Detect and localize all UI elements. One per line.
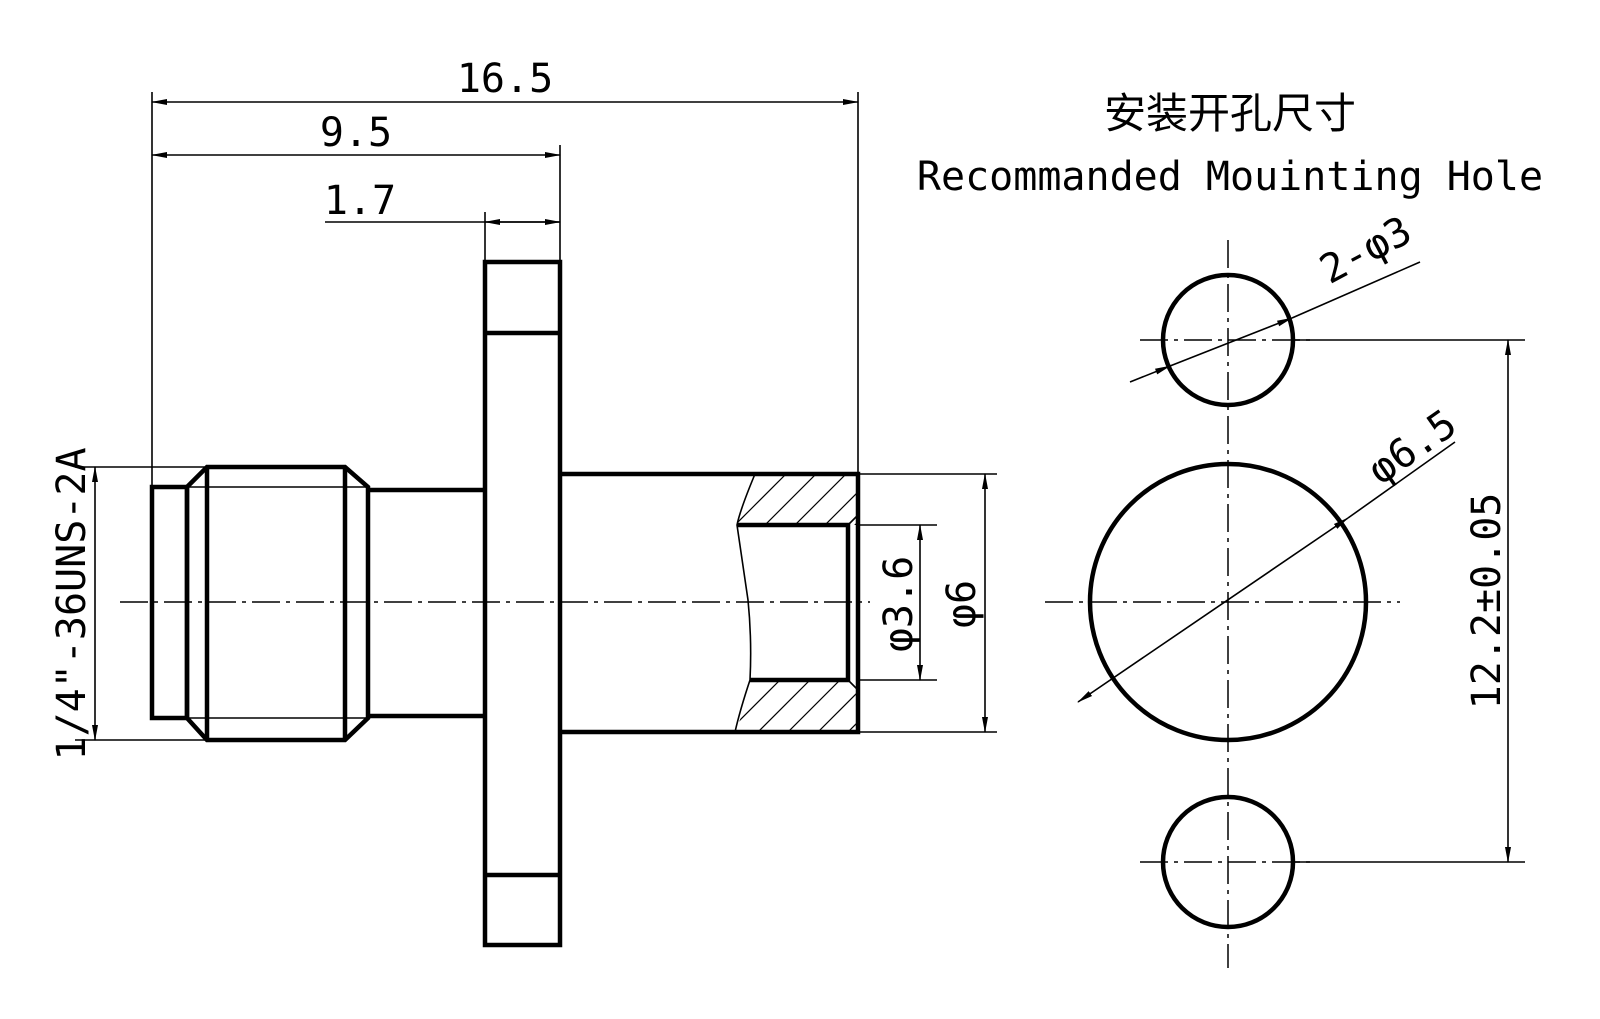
break-line	[734, 473, 756, 733]
flange	[482, 259, 563, 948]
dim-body-dia: φ6	[939, 580, 985, 628]
dim-small-holes: 2-φ3	[1313, 208, 1420, 294]
dim-center-hole: φ6.5	[1360, 401, 1465, 494]
dim-flange-thickness: 1.7	[324, 178, 396, 224]
dim-hole-spacing: 12.2±0.05	[1464, 493, 1510, 710]
dim-to-flange: 9.5	[320, 110, 392, 156]
dim-bore-dia: φ3.6	[876, 556, 922, 652]
title-en: Recommanded Mouinting Hole	[917, 154, 1543, 200]
mounting-hole-view: 安装开孔尺寸 Recommanded Mouinting Hole 12.2±0…	[917, 89, 1543, 968]
dim-thread: 1/4"-36UNS-2A	[49, 447, 95, 760]
title-cn: 安装开孔尺寸	[1104, 89, 1356, 138]
thread-body	[184, 464, 371, 743]
side-view: 16.5 9.5 1.7 1/4"-36UNS-2A φ3.6 φ6	[49, 56, 997, 948]
neck	[368, 487, 485, 719]
bore	[737, 522, 851, 683]
dim-overall-length: 16.5	[457, 56, 553, 102]
rear-body	[560, 471, 861, 735]
